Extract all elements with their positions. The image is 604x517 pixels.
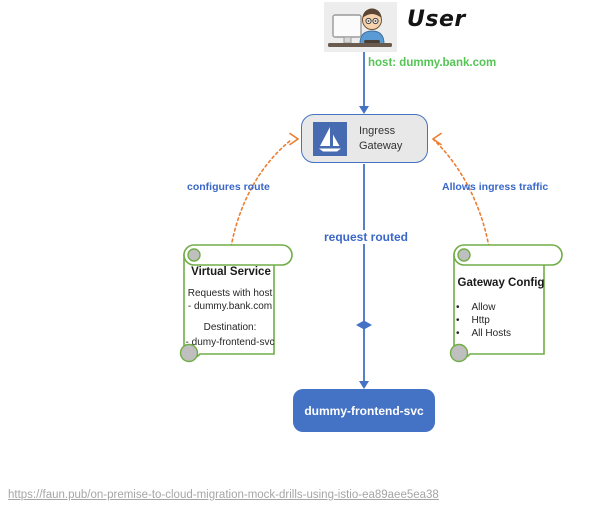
gateway-to-frontend-arrow (356, 164, 372, 389)
allows-ingress-traffic-label: Allows ingress traffic (442, 181, 549, 193)
virtual-service-title: Virtual Service (191, 266, 271, 278)
host-edge-label: host: dummy.bank.com (368, 57, 497, 69)
istio-sailboat-icon (313, 121, 347, 156)
dummy-frontend-svc-label: dummy-frontend-svc (304, 403, 424, 418)
virtual-service-text: Requests with host (187, 288, 273, 299)
virtual-service-text: - dumy-frontend-svc (185, 337, 275, 348)
person-at-computer-icon (324, 2, 397, 52)
configures-route-label: configures route (187, 181, 270, 193)
gateway-config-item: Http (456, 314, 556, 327)
virtual-service-text: - dummy.bank.com (187, 301, 273, 312)
ingress-gateway-node: Ingress Gateway (301, 114, 428, 163)
gateway-config-item: All Hosts (456, 327, 556, 340)
scroll-shape (179, 244, 293, 363)
gateway-config-item: Allow (456, 301, 556, 314)
user-icon (324, 2, 397, 52)
ingress-gateway-label: Ingress Gateway (359, 124, 403, 152)
connector-junction-dot (356, 320, 372, 330)
gateway-config-node: Gateway Config Allow Http All Hosts (440, 241, 566, 367)
dummy-frontend-svc-node: dummy-frontend-svc (293, 389, 435, 432)
gateway-config-list: Allow Http All Hosts (456, 301, 556, 340)
virtual-service-text: Destination: (203, 322, 257, 333)
user-label: User (407, 7, 466, 32)
request-routed-label: request routed (322, 230, 411, 244)
gateway-config-title: Gateway Config (457, 277, 545, 289)
source-url-link[interactable]: https://faun.pub/on-premise-to-cloud-mig… (8, 489, 439, 501)
virtual-service-node: Virtual Service Requests with host - dum… (170, 241, 296, 367)
